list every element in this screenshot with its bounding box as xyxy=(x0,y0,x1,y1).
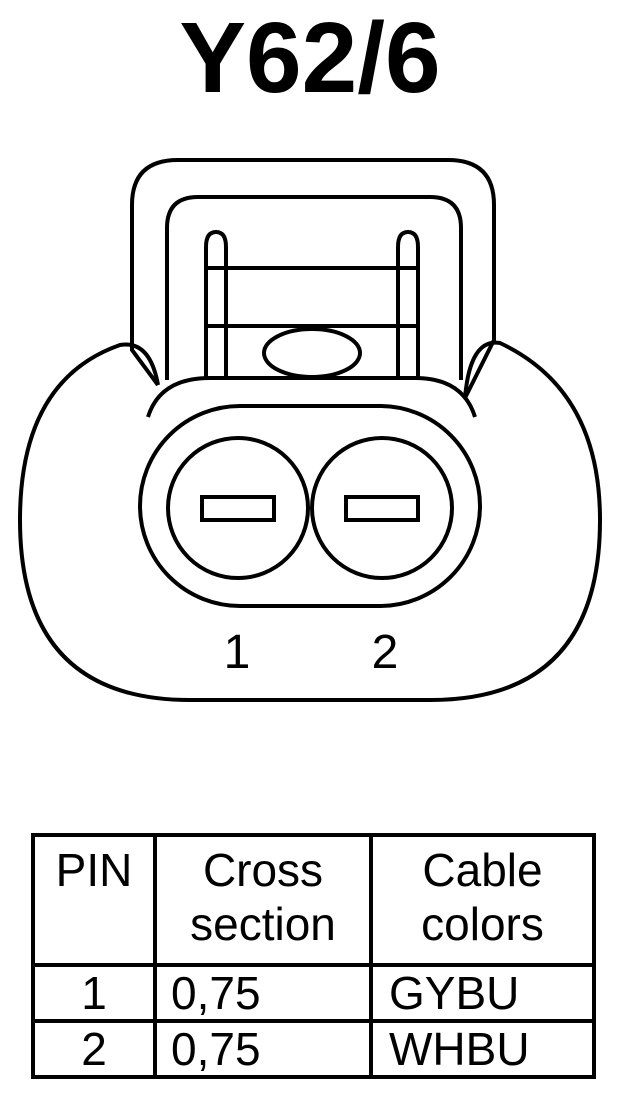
pin-socket-1 xyxy=(166,436,310,580)
header-pin: PIN xyxy=(31,833,157,967)
header-cross-section-line-2: section xyxy=(190,898,336,950)
housing-inner-top xyxy=(146,376,477,418)
table-header-row: PIN Cross section Cable colors xyxy=(31,833,596,967)
pin-socket-2 xyxy=(310,436,454,580)
latch-post-left xyxy=(204,229,228,378)
cell-pin: 1 xyxy=(31,963,157,1023)
cell-cross-section: 0,75 xyxy=(153,1019,373,1079)
connector-title: Y62/6 xyxy=(179,2,441,114)
latch-outer xyxy=(130,158,496,399)
header-cross-section-line-1: Cross xyxy=(202,844,324,896)
connector-diagram: 1 2 xyxy=(17,158,603,702)
pin-contact-1 xyxy=(200,495,276,522)
housing-outer xyxy=(17,340,603,702)
pin-label-1: 1 xyxy=(224,626,251,679)
latch-post-right xyxy=(396,229,420,378)
latch-inner xyxy=(165,195,463,380)
header-cable-colors-line-2: colors xyxy=(421,898,544,950)
cell-pin: 2 xyxy=(31,1019,157,1079)
header-cable-colors: Cable colors xyxy=(369,833,596,967)
table-row: 1 0,75 GYBU xyxy=(31,963,596,1023)
pin-contact-2 xyxy=(344,495,420,522)
latch-button xyxy=(262,327,362,379)
header-pin-line: PIN xyxy=(55,844,133,896)
cell-cable-color: GYBU xyxy=(369,963,596,1023)
table-row: 2 0,75 WHBU xyxy=(31,1019,596,1079)
cell-cross-section: 0,75 xyxy=(153,963,373,1023)
cell-cable-color: WHBU xyxy=(369,1019,596,1079)
pin-cavity-frame xyxy=(138,404,482,608)
header-cross-section: Cross section xyxy=(153,833,373,967)
pin-label-2: 2 xyxy=(372,626,399,679)
pin-assignment-table: PIN Cross section Cable colors 1 0,75 GY… xyxy=(31,833,596,1079)
header-cable-colors-line-1: Cable xyxy=(422,844,543,896)
